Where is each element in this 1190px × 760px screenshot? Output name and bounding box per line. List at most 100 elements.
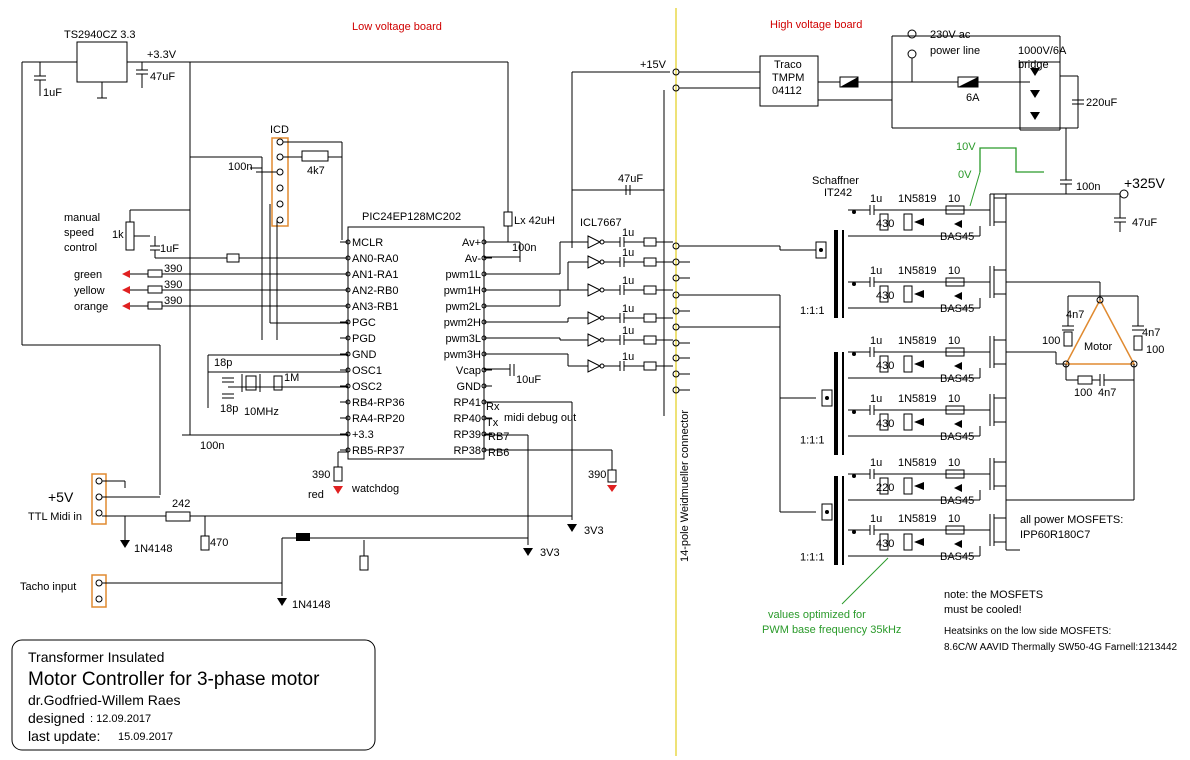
coupling-cap-label: 1u (622, 303, 634, 315)
watchdog-label: watchdog (351, 483, 399, 495)
mcu-right-pin-label: RP39 (453, 429, 481, 441)
transformer-ratio-label: 1:1:1 (800, 305, 824, 317)
coupling-cap-label: 1u (622, 247, 634, 259)
mcu-right-pins: Av+Av-pwm1Lpwm1Hpwm2Lpwm2Hpwm3Lpwm3HVcap… (444, 237, 510, 459)
gate-resistor-label: 10 (948, 457, 960, 469)
rx-label: Rx (486, 401, 500, 413)
schottky-label: 1N5819 (898, 265, 937, 277)
tx-label: Tx (486, 417, 499, 429)
mcu-right-pin-label: pwm3H (444, 349, 481, 361)
motor: Motor 4n7 100 4n7 100 100 4n7 (1042, 282, 1164, 399)
mcu-right-pin-extra: RB6 (488, 447, 509, 459)
mcu-right-wiring: Lx 42uH 100n 10uF Rx Tx midi debug out 3… (484, 211, 617, 559)
mcu-right-pin-label: Av- (465, 253, 482, 265)
diode-1n4148-label: 1N4148 (134, 543, 173, 555)
mcu-right-pin-label: Av+ (462, 237, 481, 249)
mcu-right-pin-extra: RB7 (488, 431, 509, 443)
r-470-label: 470 (210, 537, 228, 549)
ttl-midi-label: TTL Midi in (28, 511, 82, 523)
cap-18p-top-label: 18p (214, 357, 232, 369)
designed-date: : 12.09.2017 (90, 713, 151, 725)
r-100-a-label: 100 (1042, 335, 1060, 347)
mcu-right-pin-label: pwm3L (446, 333, 481, 345)
schottky-label: 1N5819 (898, 513, 937, 525)
manual-speed-label-3: control (64, 242, 97, 254)
mcu-right-pin-label: RP40 (453, 413, 481, 425)
cap-4n7-a-label: 4n7 (1066, 309, 1084, 321)
regulator-label: TS2940CZ 3.3 (64, 29, 136, 41)
hv-cap-label: 1u (870, 457, 882, 469)
mcu-chip: PIC24EP128MC202 MCLRAN0-RA0AN1-RA1AN2-RB… (182, 211, 510, 460)
led-green-label: green (74, 269, 102, 281)
traco-label-2: TMPM (772, 72, 804, 84)
bas45-label: BAS45 (940, 495, 974, 507)
traco-label-3: 04112 (772, 85, 802, 97)
r-1m-label: 1M (284, 372, 299, 384)
cap-100n-bottom-label: 100n (200, 440, 224, 452)
hv-resistor-label: 430 (876, 538, 894, 550)
mcu-left-pin-label: MCLR (352, 237, 383, 249)
fuse-label: 6A (966, 92, 980, 104)
transformer-label-2: IT242 (824, 187, 852, 199)
schottky-label: 1N5819 (898, 335, 937, 347)
gate-resistor-label: 10 (948, 513, 960, 525)
low-voltage-supply: TS2940CZ 3.3 1uF 47uF +3.3V (21, 29, 509, 495)
transformer-ratio-label: 1:1:1 (800, 435, 824, 447)
schottky-label: 1N5819 (898, 393, 937, 405)
mcu-left-pin-label: AN2-RB0 (352, 285, 398, 297)
bridge-label-1: 1000V/6A (1018, 45, 1067, 57)
r-390-yellow-label: 390 (164, 279, 182, 291)
title-line-1: Transformer Insulated (28, 649, 164, 665)
hv-resistor-label: 430 (876, 418, 894, 430)
mcu-left-pin-label: RB5-RP37 (352, 445, 405, 457)
bas45-label: BAS45 (940, 231, 974, 243)
r-390-rb6-label: 390 (588, 469, 606, 481)
tacho-label: Tacho input (20, 581, 76, 593)
cap-1uf-pot-label: 1uF (160, 243, 179, 255)
gate-waveform: 10V 0V (956, 141, 1044, 207)
mcu-left-pin-label: AN3-RB1 (352, 301, 398, 313)
mosfet-note-2: IPP60R180C7 (1020, 529, 1090, 541)
mcu-left-pin-label: OSC1 (352, 365, 382, 377)
motor-label: Motor (1084, 341, 1112, 353)
hv-resistor-label: 430 (876, 360, 894, 372)
bas45-label: BAS45 (940, 551, 974, 563)
hv-resistor-label: 220 (876, 482, 894, 494)
bas45-label: BAS45 (940, 431, 974, 443)
r-4k7-label: 4k7 (307, 165, 325, 177)
mcu-right-pin-label: Vcap (456, 365, 481, 377)
high-voltage-heading: High voltage board (770, 19, 862, 31)
rail-325v-label: +325V (1124, 175, 1166, 191)
mcu-right-pin-label: pwm2H (444, 317, 481, 329)
gate-resistor-label: 10 (948, 193, 960, 205)
r-242-label: 242 (172, 498, 190, 510)
mcu-right-pin-label: pwm2L (446, 301, 481, 313)
hv-resistor-label: 430 (876, 290, 894, 302)
plus5v-label: +5V (48, 489, 74, 505)
icd-header: ICD 4k7 100n (190, 124, 348, 340)
driver-label: ICL7667 (580, 217, 622, 229)
mcu-left-pin-label: AN0-RA0 (352, 253, 398, 265)
heatsink-note-2: 8.6C/W AAVID Thermally SW50-4G Farnell:1… (944, 642, 1178, 653)
cap-4n7-c-label: 4n7 (1098, 387, 1116, 399)
gate-resistor-label: 10 (948, 265, 960, 277)
updated-date: 15.09.2017 (118, 731, 173, 743)
high-voltage-supply: Traco TMPM 04112 230V ac power line 6A 1… (759, 29, 1166, 232)
rail-15v-label: +15V (640, 59, 667, 71)
optimized-note-1: values optimized for (768, 609, 866, 621)
designed-label: designed (28, 710, 85, 726)
hv-cap-label: 1u (870, 393, 882, 405)
zener-2-label: 3V3 (540, 547, 560, 559)
hv-cap-label: 1u (870, 335, 882, 347)
transformer-ratio-label: 1:1:1 (800, 552, 824, 564)
mcu-left-pin-label: RB4-RP36 (352, 397, 405, 409)
schottky-label: 1N5819 (898, 193, 937, 205)
hv-resistor-label: 430 (876, 218, 894, 230)
gate-resistor-label: 10 (948, 393, 960, 405)
mcu-left-pin-label: OSC2 (352, 381, 382, 393)
mcu-left-pin-label: PGC (352, 317, 376, 329)
level-0v-label: 0V (958, 169, 972, 181)
